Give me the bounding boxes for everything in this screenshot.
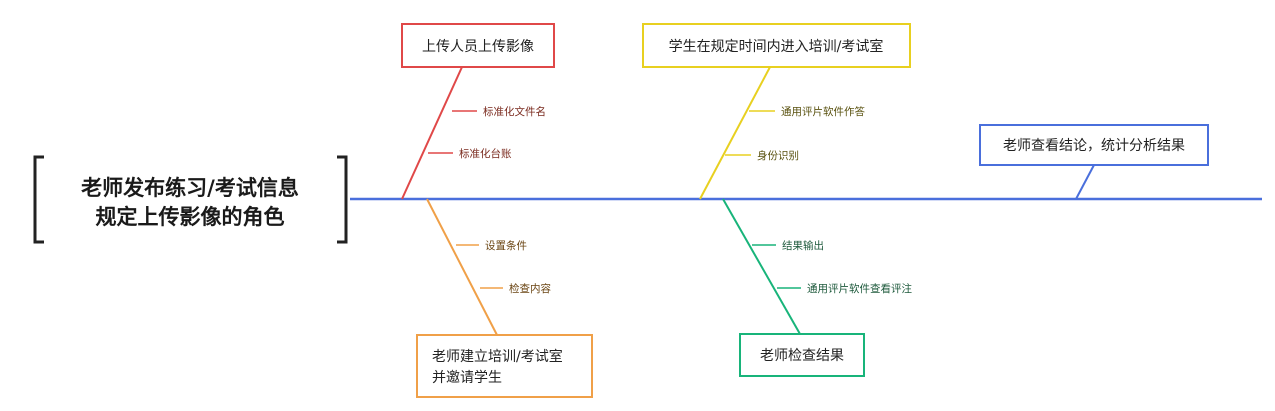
branch-uploader: 标准化文件名 标准化台账 上传人员上传影像 <box>401 23 555 200</box>
head-title-line-2: 规定上传影像的角色 <box>96 205 285 229</box>
branch-teacher-check-box <box>739 333 865 377</box>
branch-teacher-review-title: 老师查看结论，统计分析结果 <box>1003 138 1185 154</box>
branch-teacher-create-title-line-1: 老师建立培训/考试室 <box>432 348 563 365</box>
branch-teacher-review-box <box>979 124 1209 166</box>
sub-item-label: 标准化文件名 <box>483 105 546 118</box>
head-bracket-left <box>33 155 44 244</box>
branch-teacher-create-title-line-2: 并邀请学生 <box>432 370 502 386</box>
sub-item-label: 检查内容 <box>509 282 551 295</box>
branch-student-enter: 通用评片软件作答 身份识别 学生在规定时间内进入培训/考试室 <box>642 23 911 200</box>
branch-student-enter-bone <box>699 66 771 200</box>
branch-teacher-check: 结果输出 通用评片软件查看评注 老师检查结果 <box>722 198 912 377</box>
sub-item-label: 身份识别 <box>757 149 799 162</box>
sub-item-label: 结果输出 <box>782 239 824 252</box>
sub-item-label: 标准化台账 <box>459 147 512 160</box>
branch-teacher-create: 设置条件 检查内容 老师建立培训/考试室 并邀请学生 <box>416 198 593 398</box>
sub-item-label: 通用评片软件查看评注 <box>807 282 912 295</box>
sub-item-label: 通用评片软件作答 <box>781 105 865 118</box>
sub-item-label: 设置条件 <box>485 239 527 252</box>
branch-teacher-review-bone <box>1075 164 1095 200</box>
branch-uploader-title: 上传人员上传影像 <box>422 39 534 55</box>
branch-student-enter-box <box>642 23 911 68</box>
head-title-line-1: 老师发布练习/考试信息 <box>81 176 299 200</box>
branch-teacher-check-bone <box>722 198 801 335</box>
branch-teacher-create-box <box>416 334 593 398</box>
branch-student-enter-title: 学生在规定时间内进入培训/考试室 <box>669 38 884 55</box>
branch-uploader-box <box>401 23 555 68</box>
head-bracket-right <box>337 155 348 244</box>
branch-teacher-create-bone <box>426 198 498 336</box>
branch-teacher-check-title: 老师检查结果 <box>760 348 844 364</box>
head-block: 老师发布练习/考试信息 规定上传影像的角色 <box>33 155 348 244</box>
branch-teacher-review: 老师查看结论，统计分析结果 <box>979 124 1209 200</box>
branch-uploader-bone <box>401 66 463 200</box>
